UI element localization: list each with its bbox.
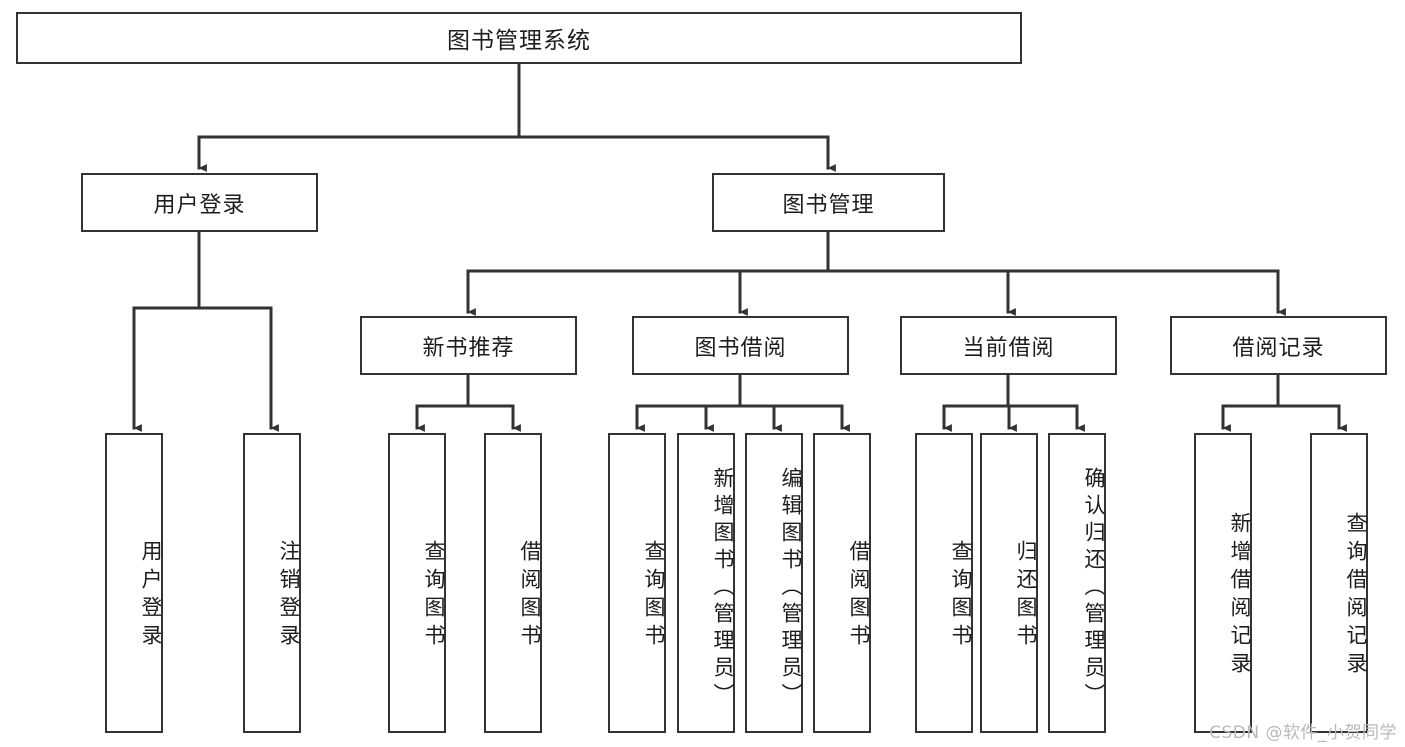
watermark-text: CSDN @软件_小贺同学: [1209, 723, 1397, 743]
leaf-query-book-1[interactable]: 查询图书: [388, 433, 446, 733]
node-label: 查询借阅记录: [1344, 512, 1368, 680]
node-label: 新增借阅记录: [1228, 512, 1252, 680]
leaf-query-record[interactable]: 查询借阅记录: [1310, 433, 1368, 733]
node-label: 借阅图书: [847, 540, 871, 652]
node-label: 注销登录: [277, 540, 301, 652]
leaf-add-book[interactable]: 新增图书（管理员）: [677, 433, 735, 733]
leaf-return-book[interactable]: 归还图书: [980, 433, 1038, 733]
node-label: 编辑图书（管理员）: [779, 466, 803, 710]
node-label: 查询图书: [642, 540, 666, 652]
node-label: 确认归还（管理员）: [1082, 466, 1106, 710]
node-label: 归还图书: [1014, 540, 1038, 652]
node-label: 借阅图书: [518, 540, 542, 652]
node-label: 借阅记录: [1232, 335, 1325, 361]
node-label: 当前借阅: [962, 335, 1055, 361]
node-label: 新增图书（管理员）: [711, 466, 735, 710]
leaf-add-record[interactable]: 新增借阅记录: [1194, 433, 1252, 733]
leaf-borrow-book-1[interactable]: 借阅图书: [484, 433, 542, 733]
node-book-management[interactable]: 图书管理: [712, 173, 945, 232]
node-label: 查询图书: [949, 540, 973, 652]
node-root-system[interactable]: 图书管理系统: [16, 12, 1022, 64]
node-label: 图书借阅: [694, 335, 787, 361]
node-user-login[interactable]: 用户登录: [81, 173, 318, 232]
leaf-borrow-book-2[interactable]: 借阅图书: [813, 433, 871, 733]
node-label: 用户登录: [139, 540, 163, 652]
node-label: 图书管理: [782, 192, 875, 218]
leaf-logout[interactable]: 注销登录: [243, 433, 301, 733]
node-current-borrow[interactable]: 当前借阅: [900, 316, 1117, 375]
node-label: 图书管理系统: [447, 28, 591, 54]
node-label: 查询图书: [422, 540, 446, 652]
node-label: 用户登录: [153, 192, 246, 218]
leaf-edit-book[interactable]: 编辑图书（管理员）: [745, 433, 803, 733]
node-borrow-record[interactable]: 借阅记录: [1170, 316, 1387, 375]
leaf-confirm-return[interactable]: 确认归还（管理员）: [1048, 433, 1106, 733]
leaf-query-book-2[interactable]: 查询图书: [608, 433, 666, 733]
leaf-user-login[interactable]: 用户登录: [105, 433, 163, 733]
node-new-book-recommend[interactable]: 新书推荐: [360, 316, 577, 375]
node-book-borrow[interactable]: 图书借阅: [632, 316, 849, 375]
leaf-query-book-3[interactable]: 查询图书: [915, 433, 973, 733]
node-label: 新书推荐: [422, 335, 515, 361]
